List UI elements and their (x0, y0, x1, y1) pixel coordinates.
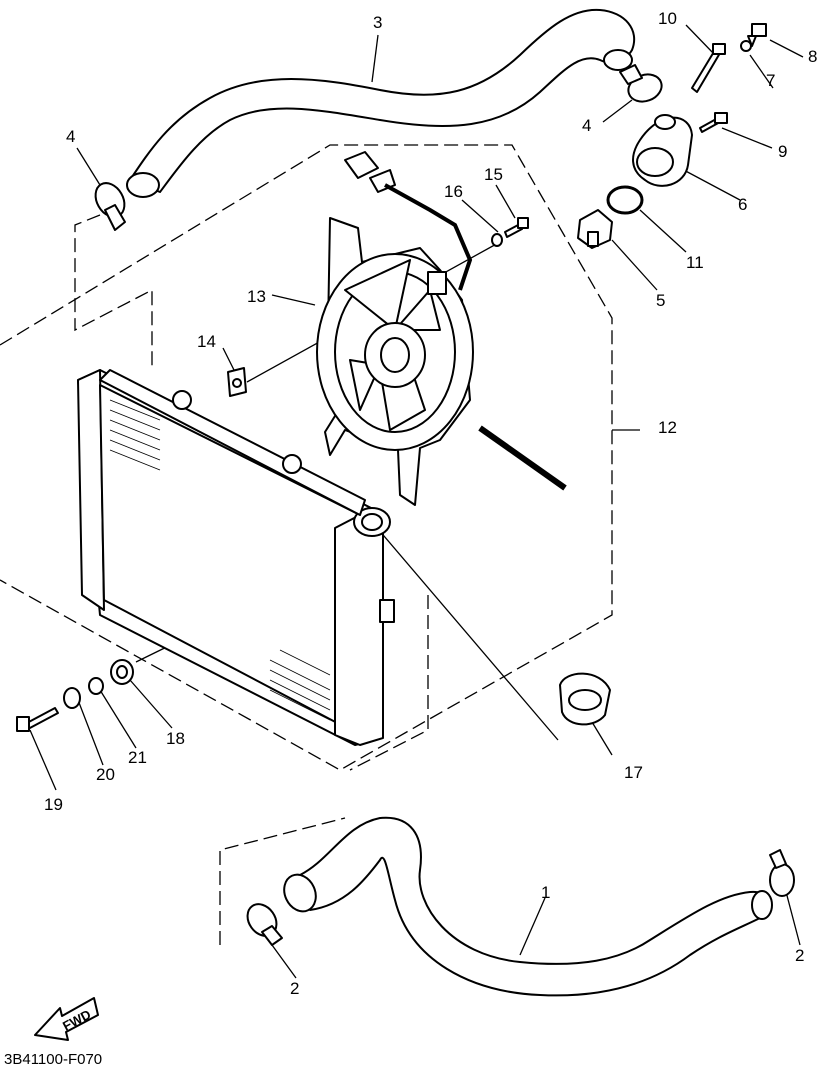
guide-line-left-hose (74, 214, 153, 370)
callout-3: 3 (373, 13, 382, 32)
radiator-fins (109, 399, 331, 721)
washer-7 (740, 40, 752, 52)
hose-clamp-upper-left (94, 182, 126, 231)
bracket-14 (227, 367, 247, 397)
radiator-cap (559, 672, 611, 726)
callout-4-right: 4 (582, 116, 591, 135)
guide-line-lower-hose (219, 817, 346, 945)
callout-5: 5 (656, 291, 665, 310)
cooling-fan-assembly (316, 217, 474, 506)
callout-16: 16 (444, 182, 463, 201)
thermostat-cover (632, 114, 693, 187)
callout-20: 20 (96, 765, 115, 784)
fwd-arrow-icon: FWD (34, 997, 99, 1041)
bolt-10 (691, 43, 726, 93)
diagram-reference-code: 3B41100-F070 (4, 1051, 102, 1068)
callout-21: 21 (128, 748, 147, 767)
hose-clamp-lower-left (246, 903, 283, 946)
o-ring (606, 185, 644, 215)
bolt-15 (504, 217, 529, 238)
callout-9: 9 (778, 142, 787, 161)
callout-15: 15 (484, 165, 503, 184)
washer-20 (63, 687, 81, 709)
callout-17: 17 (624, 763, 643, 782)
assembly-boundary (0, 144, 613, 771)
callout-4-left: 4 (66, 127, 75, 146)
callout-2-left: 2 (290, 979, 299, 998)
lower-radiator-hose (283, 816, 773, 997)
callout-6: 6 (738, 195, 747, 214)
washer-16 (491, 233, 503, 247)
hose-clamp-lower-right (769, 849, 795, 897)
bolt-19 (16, 707, 59, 732)
callout-8: 8 (808, 47, 817, 66)
hose-clamp-upper-right (619, 64, 663, 103)
bolt-9 (699, 112, 728, 133)
fwd-label: FWD (60, 1007, 93, 1034)
grommet-18 (110, 659, 134, 685)
guide-line-right-bracket (349, 595, 429, 771)
callout-2-right: 2 (795, 946, 804, 965)
radiator (77, 369, 395, 746)
callout-12: 12 (658, 418, 677, 437)
callout-11: 11 (686, 253, 704, 272)
callout-numbers: 1 2 2 3 4 4 5 6 7 8 9 10 11 12 13 14 15 … (44, 9, 817, 998)
callout-1: 1 (541, 883, 550, 902)
fan-wire-harness (344, 151, 567, 491)
upper-radiator-hose (126, 8, 636, 198)
collar-21 (88, 677, 104, 695)
callout-7: 7 (766, 71, 775, 90)
callout-10: 10 (658, 9, 677, 28)
thermostat (577, 209, 613, 249)
callout-18: 18 (166, 729, 185, 748)
bleed-bolt-8 (747, 23, 767, 47)
callout-13: 13 (247, 287, 266, 306)
callout-19: 19 (44, 795, 63, 814)
callout-14: 14 (197, 332, 216, 351)
